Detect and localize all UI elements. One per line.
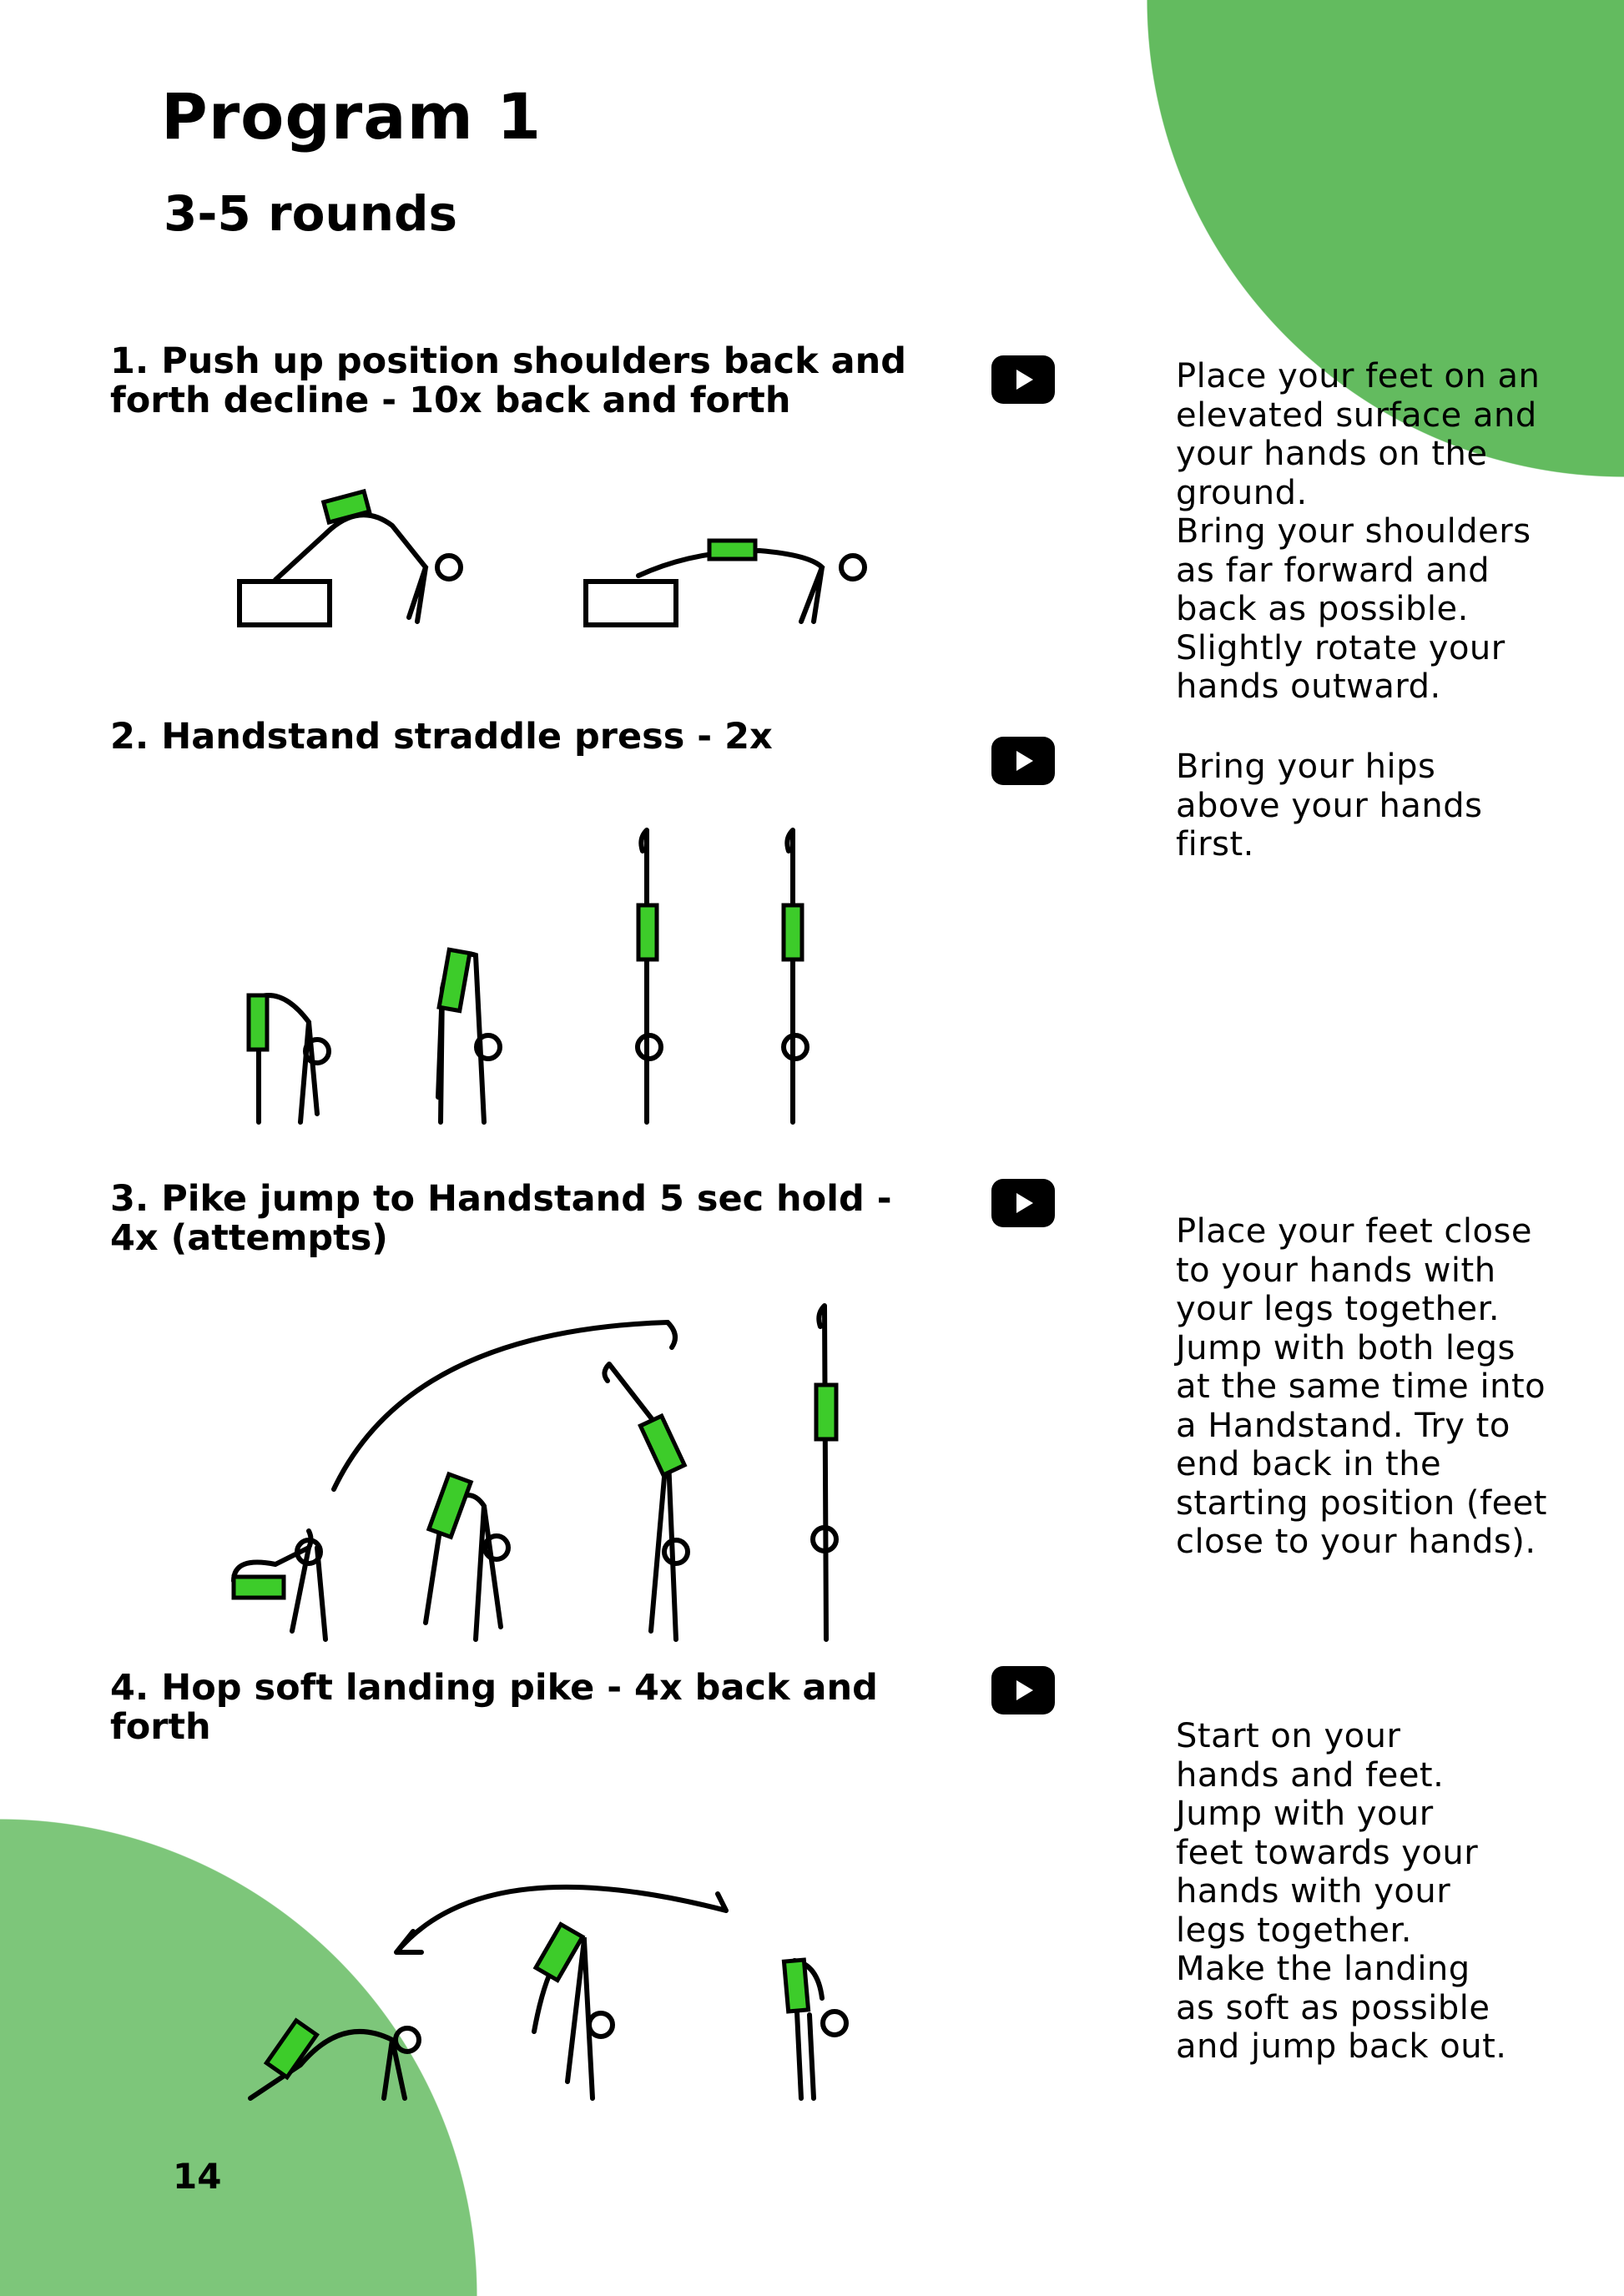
exercise-3-title: 3. Pike jump to Handstand 5 sec hold - 4…: [110, 1178, 892, 1259]
exercise-4-video-play-icon[interactable]: [991, 1666, 1055, 1714]
jump-arrow-both-ways: [394, 1884, 729, 1955]
exercise-2-title: 2. Handstand straddle press - 2x: [110, 716, 773, 758]
exercise-2-description: Bring your hips above your hands first.: [1176, 748, 1483, 864]
exercise-2-video-play-icon[interactable]: [991, 737, 1055, 785]
exercise-4-description: Start on your hands and feet. Jump with …: [1176, 1717, 1507, 2066]
exercise-2-illustration: [246, 828, 809, 1125]
page-title: Program 1: [161, 79, 542, 154]
exercise-1-description: Place your feet on an elevated surface a…: [1176, 357, 1541, 706]
exercise-1-video-play-icon[interactable]: [991, 355, 1055, 404]
exercise-3-illustration: [231, 1303, 839, 1642]
jump-arrow: [331, 1319, 678, 1492]
exercise-3-video-play-icon[interactable]: [991, 1179, 1055, 1227]
exercise-4-title: 4. Hop soft landing pike - 4x back and f…: [110, 1667, 878, 1748]
exercise-1-title: 1. Push up position shoulders back and f…: [110, 340, 907, 421]
exercise-1-illustration: [237, 488, 867, 627]
page-number: 14: [173, 2156, 222, 2197]
exercise-3-description: Place your feet close to your hands with…: [1176, 1212, 1547, 1561]
exercise-4-illustration: [248, 1884, 849, 2101]
decorative-circle-top-right: [1147, 0, 1624, 477]
page-subtitle: 3-5 rounds: [164, 185, 458, 242]
